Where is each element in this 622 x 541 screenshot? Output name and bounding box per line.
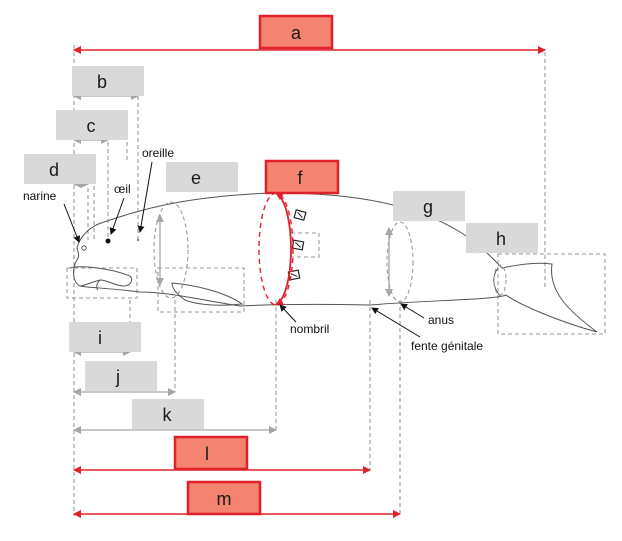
mouth-region-box — [66, 267, 138, 299]
label-e: e — [191, 168, 201, 188]
label-l: l — [205, 444, 209, 464]
label-c: c — [87, 116, 96, 136]
label-b: b — [97, 72, 107, 92]
girth-f-arc — [275, 192, 292, 306]
eye-icon — [105, 238, 111, 244]
nostril-icon — [81, 245, 87, 251]
girth-h-ellipse — [493, 264, 507, 296]
annotation-nombril: nombril — [290, 322, 329, 336]
navel-region-box — [290, 232, 320, 258]
label-g: g — [423, 197, 433, 217]
guide-lines — [73, 45, 546, 516]
anatomy-annotations: narine œil oreille nombril anus fente gé… — [23, 146, 483, 353]
girth-f-ellipse-back — [258, 192, 294, 306]
girth-g-ellipse — [386, 221, 414, 303]
measurement-labels: a b c d e f g h i j k l m — [24, 14, 538, 516]
nipple-mark-icon — [293, 209, 307, 221]
annotation-oreille: oreille — [142, 146, 174, 160]
label-f: f — [297, 168, 303, 188]
label-d: d — [49, 160, 59, 180]
ear-icon — [136, 238, 140, 242]
dugong-body — [69, 192, 598, 333]
girth-measurements — [153, 192, 507, 306]
label-i: i — [98, 328, 102, 348]
tail-region-box — [497, 253, 606, 335]
region-boxes — [66, 232, 606, 335]
annotation-anus: anus — [428, 313, 454, 327]
label-j: j — [115, 367, 120, 387]
girth-e-ellipse — [153, 201, 189, 299]
label-k: k — [163, 405, 173, 425]
annotation-fente-genitale: fente génitale — [411, 339, 483, 353]
label-h: h — [496, 229, 506, 249]
navel-mark-icon — [291, 239, 305, 251]
label-a: a — [291, 23, 302, 43]
label-m: m — [217, 489, 232, 509]
annotation-narine: narine — [23, 189, 57, 203]
annotation-oeil: œil — [114, 182, 131, 196]
dimension-arrows — [73, 46, 546, 518]
flipper-region-box — [157, 267, 245, 313]
